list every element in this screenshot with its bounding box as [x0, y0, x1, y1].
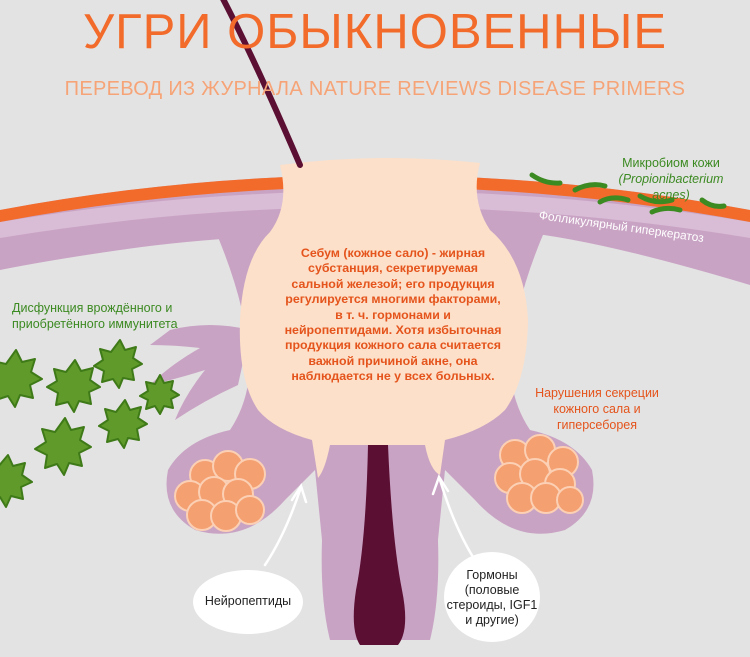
secretion-label: Нарушения секреции кожного сала и гиперс… — [535, 386, 659, 432]
hair-shaft-upper — [220, 0, 303, 168]
sebum-description: Себум (кожное сало) - жирная субстанция,… — [284, 246, 502, 384]
sebum-cavity — [239, 157, 528, 479]
neuropeptides-text: Нейропептиды — [204, 594, 292, 608]
follicle-branch-left — [150, 325, 250, 420]
microbiome-label: Микробиом кожи (Propionibacterium acnes) — [618, 156, 724, 202]
page-title: УГРИ ОБЫКНОВЕННЫЕ — [82, 5, 668, 59]
hormones-text: Гормоны (половые стероиды, IGF1 и другие… — [446, 568, 538, 627]
arrow-neuropeptides — [263, 488, 302, 567]
sebaceous-gland-right — [494, 434, 584, 514]
tissue-inner-stripe — [0, 191, 750, 238]
hair-root — [353, 445, 406, 645]
bacteria — [529, 172, 727, 215]
hormones-bubble — [444, 552, 540, 642]
page-subtitle: ПЕРЕВОД ИЗ ЖУРНАЛА NATURE REVIEWS DISEAS… — [64, 78, 686, 100]
neuropeptides-bubble — [193, 570, 303, 634]
skin-surface — [0, 175, 750, 222]
immune-cells — [0, 339, 180, 508]
sebaceous-gland-left — [174, 450, 266, 532]
immunity-label: Дисфункция врождённого и приобретённого … — [12, 301, 178, 331]
